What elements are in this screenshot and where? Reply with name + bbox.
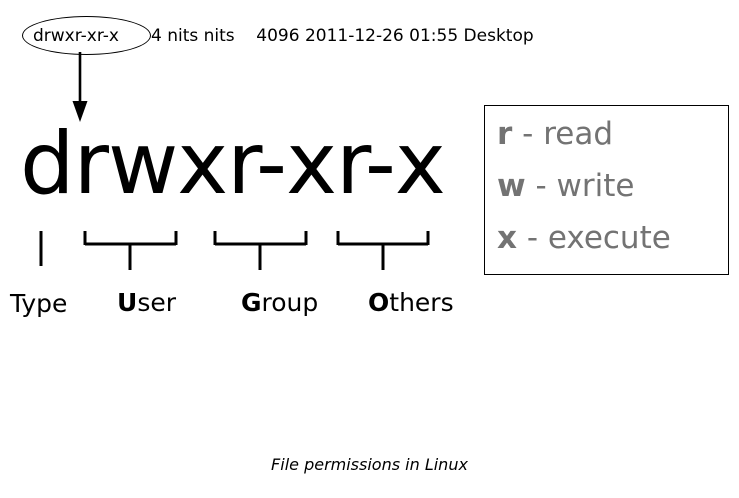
legend-key-x: x — [497, 220, 517, 256]
permission-string: drwxr-xr-x — [20, 114, 446, 214]
label-type-rest: ype — [21, 289, 68, 318]
legend-box: r - read w - write x - execute — [484, 105, 729, 275]
legend-text-read: - read — [512, 116, 614, 152]
legend-row-read: r - read — [497, 116, 613, 152]
legend-key-w: w — [497, 168, 526, 204]
label-group: Group — [241, 288, 318, 317]
label-user: User — [117, 288, 176, 317]
legend-text-execute: - execute — [517, 220, 671, 256]
label-others-rest: thers — [389, 288, 454, 317]
legend-row-write: w - write — [497, 168, 634, 204]
legend-row-execute: x - execute — [497, 220, 671, 256]
label-others-prefix: O — [368, 288, 390, 317]
legend-key-r: r — [497, 116, 513, 152]
label-group-prefix: G — [241, 288, 262, 317]
label-user-rest: ser — [137, 288, 176, 317]
label-group-rest: roup — [261, 288, 319, 317]
label-type-prefix: T — [10, 289, 22, 318]
legend-text-write: - write — [525, 168, 635, 204]
label-user-prefix: U — [117, 288, 138, 317]
ls-permissions-text: drwxr-xr-x — [33, 26, 119, 46]
arrow-icon — [72, 52, 88, 122]
figure-caption: File permissions in Linux — [271, 455, 468, 474]
label-type: Type — [10, 289, 67, 318]
ls-rest-text: 4 nits nits 4096 2011-12-26 01:55 Deskto… — [151, 26, 534, 46]
label-others: Others — [368, 288, 454, 317]
highlight-ellipse — [22, 16, 151, 55]
